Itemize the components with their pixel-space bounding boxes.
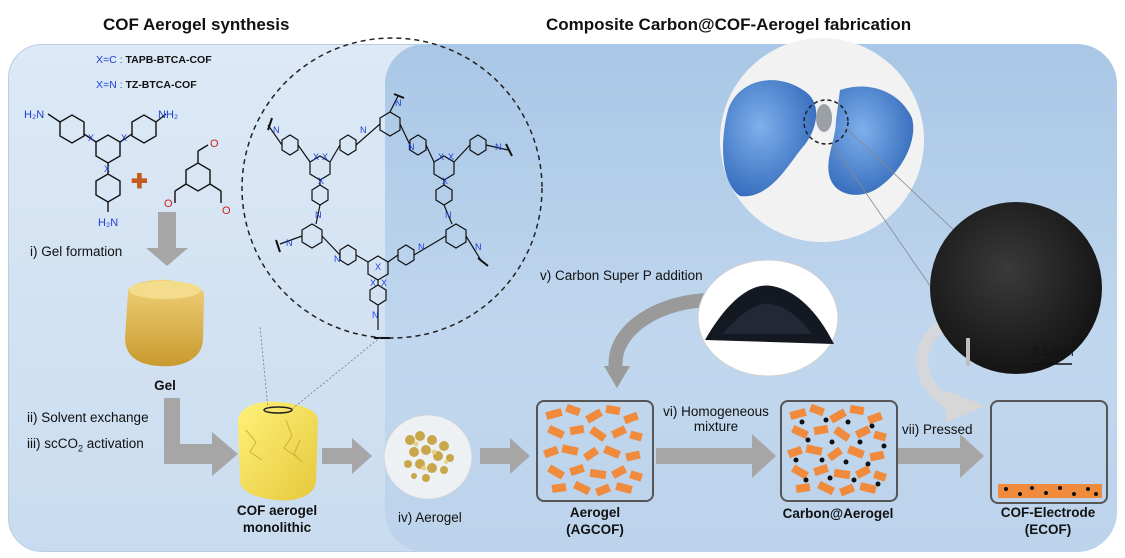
step-carbon-addition: v) Carbon Super P addition [540,268,703,283]
label-cof-aerogel-monolithic: COF aerogel monolithic [236,503,318,535]
right-panel-title: Composite Carbon@COF-Aerogel fabrication [546,15,912,34]
label-carbon-aerogel: Carbon@Aerogel [782,506,894,521]
ecof-box [990,400,1108,504]
process-arrows [146,212,984,478]
amine-monomer-labels: H₂N NH₂ H₂N X X X [24,109,178,229]
ecof-pressed-layer [998,484,1102,498]
step-pressed: vii) Pressed [902,422,973,437]
svg-text:N: N [495,142,502,152]
pressed-arrowhead [944,390,986,422]
svg-text:N: N [273,125,280,135]
svg-text:X: X [438,152,444,162]
carbon-addition-curved-arrow [608,293,713,372]
svg-text:X: X [448,152,454,162]
svg-text:N: N [286,238,293,248]
svg-text:N: N [475,242,482,252]
svg-text:O: O [210,138,219,150]
svg-text:X: X [442,176,448,186]
svg-text:X: X [381,278,387,288]
svg-text:H₂N: H₂N [98,217,118,229]
svg-text:X: X [88,133,94,143]
label-gel: Gel [154,378,176,393]
amine-monomer [47,113,167,212]
svg-text:X: X [322,152,328,162]
svg-text:N: N [315,210,322,220]
carbon-dots [793,417,887,487]
svg-text:O: O [164,198,173,210]
cof-network-zoom-circle [241,37,543,339]
aldehyde-oxygens: O O O [164,138,231,217]
svg-text:N: N [334,254,341,264]
aldehyde-monomer [174,144,222,203]
legend-tz: X=N : TZ-BTCA-COF [96,79,197,91]
aerogel-granules-photo [383,414,473,500]
agcof-box [536,400,654,502]
svg-text:O: O [222,205,231,217]
gloved-hands-photo [720,38,924,242]
scale-bar-label: 2.5 mm [1032,345,1074,359]
svg-text:N: N [418,242,425,252]
left-panel-title: COF Aerogel synthesis [103,15,290,34]
svg-text:H₂N: H₂N [24,109,44,121]
step-homogeneous-mixture: vi) Homogeneous mixture [663,404,769,434]
carbon-aerogel-flakes [787,403,887,497]
cof-synthesis-panel [8,44,450,552]
plus-sign: ✚ [131,171,148,193]
label-agcof: Aerogel (AGCOF) [566,505,624,537]
step-solvent-exchange: ii) Solvent exchange [27,410,149,425]
svg-text:N: N [372,310,379,320]
legend-tapb: X=C : TAPB-BTCA-COF [96,54,212,66]
step-gel-formation: i) Gel formation [30,244,123,259]
svg-text:X: X [121,133,127,143]
carbon-super-p-photo [697,259,839,377]
cof-network-structure [267,93,513,339]
agcof-flakes [543,403,643,497]
carbon-aerogel-box [780,400,898,502]
svg-text:X: X [370,278,376,288]
svg-text:N: N [408,142,415,152]
svg-text:N: N [395,98,402,108]
carbon-addition-arrowhead [604,366,630,388]
svg-text:X: X [104,164,110,174]
cof-network-heteroatoms: N N N N N N N N N N N N X X X X X X X X … [273,98,502,320]
svg-text:X: X [318,176,324,186]
label-ecof: COF-Electrode (ECOF) [1000,505,1096,537]
step-aerogel: iv) Aerogel [398,510,462,525]
gel-photo [125,279,205,367]
svg-text:X: X [375,262,381,272]
pressed-curved-arrow [916,314,954,410]
svg-text:N: N [360,125,367,135]
cof-aerogel-monolith-photo [238,401,318,501]
svg-text:NH₂: NH₂ [158,109,178,121]
electrode-disk-photo [930,202,1102,374]
svg-text:X: X [313,152,319,162]
svg-text:N: N [445,210,452,220]
step-scco2-activation: iii) scCO2 activation [27,436,144,454]
